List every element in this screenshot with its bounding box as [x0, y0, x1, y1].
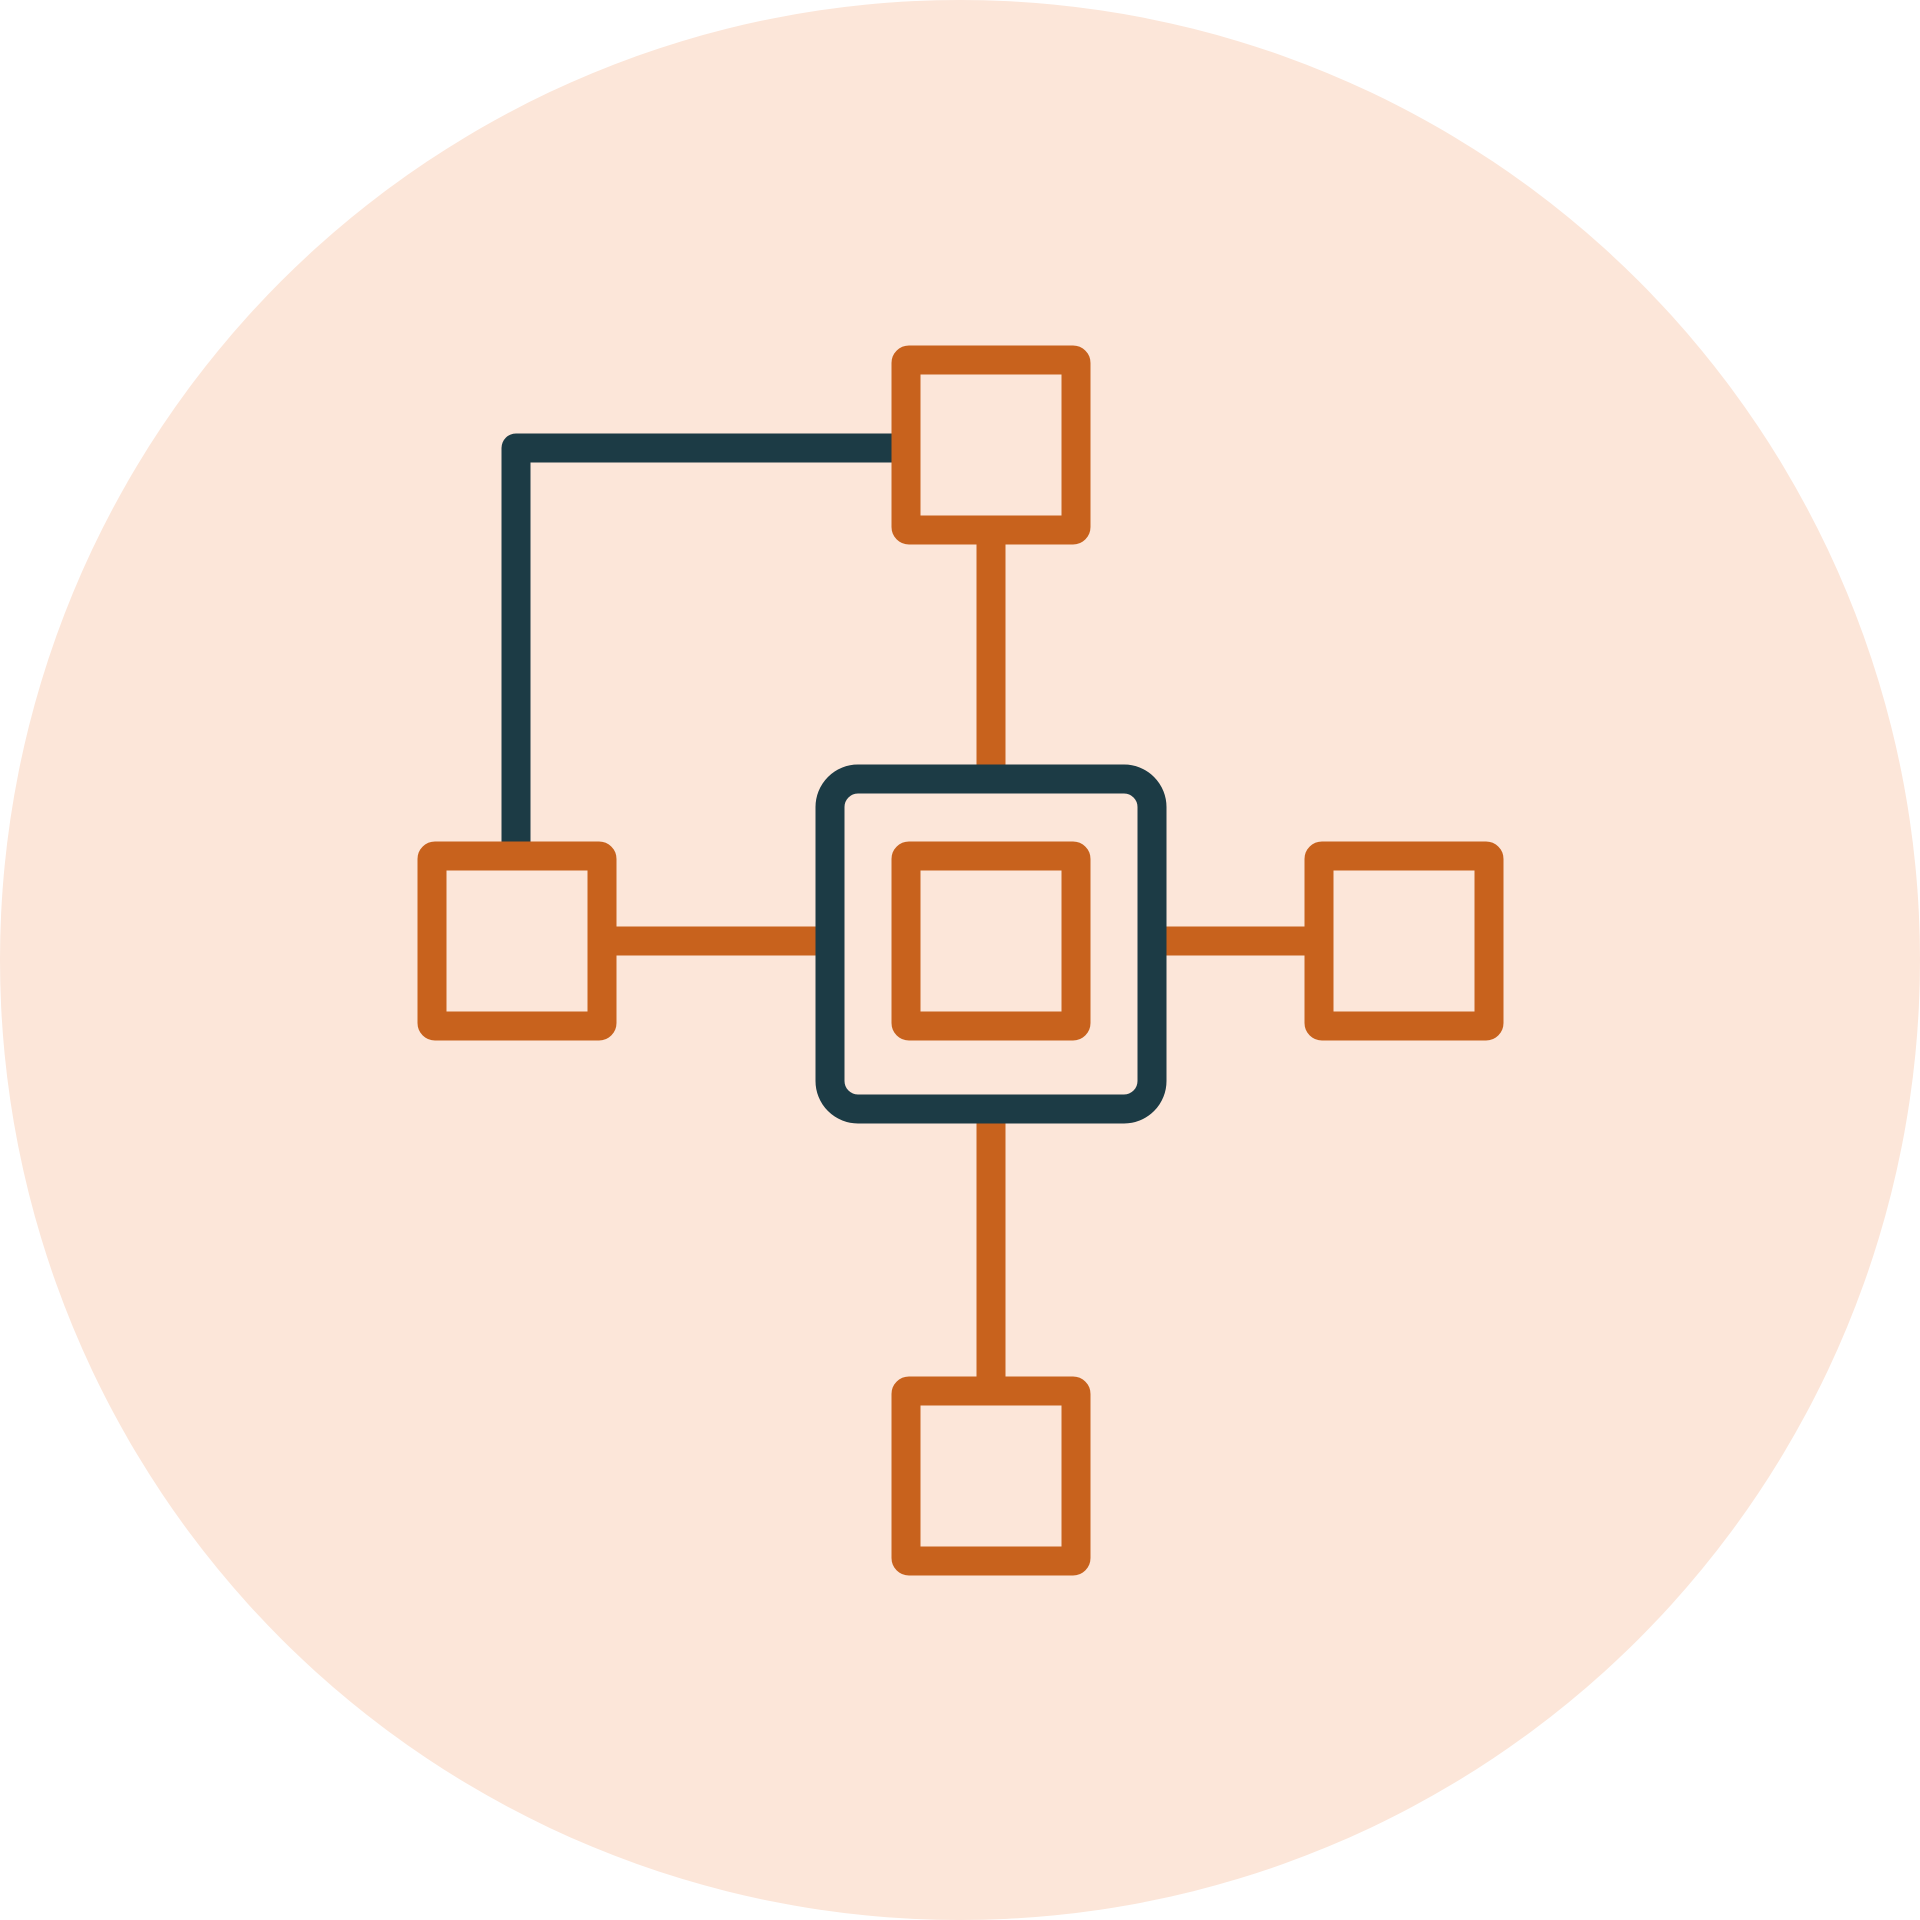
hub-inner-node	[891, 841, 1091, 1041]
node-right	[1304, 841, 1504, 1041]
node-bottom	[891, 1376, 1091, 1576]
hub-outer-frame	[815, 764, 1167, 1124]
node-left	[417, 841, 617, 1041]
node-top	[891, 345, 1091, 545]
connector-elbow	[501, 433, 906, 842]
